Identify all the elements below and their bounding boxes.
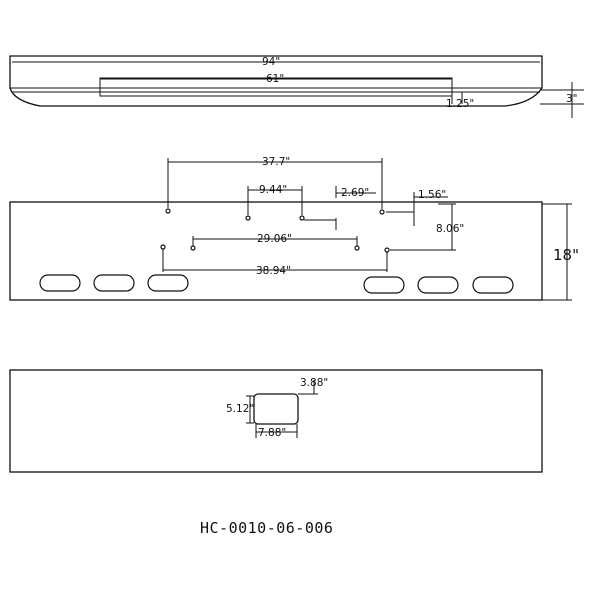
- dim-37-7: 37.7": [262, 156, 290, 168]
- light-slot: [417, 276, 459, 294]
- light-slot: [39, 274, 81, 292]
- part-number: HC-0010-06-006: [200, 519, 333, 537]
- dim-small-offset: 1.25": [446, 98, 474, 110]
- mount-hole: [384, 247, 390, 253]
- mount-hole: [379, 209, 385, 215]
- dim-profile-height: 3": [566, 93, 578, 105]
- dim-cutout-width: 7.88": [258, 427, 286, 439]
- dim-29-06: 29.06": [257, 233, 292, 245]
- front-plate: [9, 201, 543, 301]
- bottom-view: 3.88" 5.12" 7.88": [9, 369, 543, 473]
- mount-hole: [165, 208, 171, 214]
- mount-hole: [190, 245, 196, 251]
- top-view: 94" 61" 1.25" 3": [9, 55, 584, 118]
- mount-hole: [299, 215, 305, 221]
- dim-8-06: 8.06": [436, 223, 464, 235]
- light-slot: [472, 276, 514, 294]
- dim-9-44: 9.44": [259, 184, 287, 196]
- dim-38-94: 38.94": [256, 265, 291, 277]
- light-slot: [147, 274, 189, 292]
- light-slot: [363, 276, 405, 294]
- light-slot: [93, 274, 135, 292]
- mount-hole: [354, 245, 360, 251]
- dim-cutout-height: 5.12": [226, 403, 254, 415]
- dim-1-56: 1.56": [418, 189, 446, 201]
- bottom-plate: [9, 369, 543, 473]
- dim-cutout-offset: 3.88": [300, 377, 328, 389]
- rect-cutout: [253, 393, 299, 425]
- dim-inner-length: 61": [266, 73, 284, 85]
- front-view: 37.7" 9.44" 2.69" 1.56" 8.06" 29.06" 38.: [9, 156, 579, 301]
- dim-2-69: 2.69": [341, 187, 369, 199]
- dim-front-height: 18": [553, 246, 579, 264]
- inner-slot: [99, 77, 453, 97]
- dim-overall-length: 94": [262, 56, 280, 68]
- mount-hole: [160, 244, 166, 250]
- mount-hole: [245, 215, 251, 221]
